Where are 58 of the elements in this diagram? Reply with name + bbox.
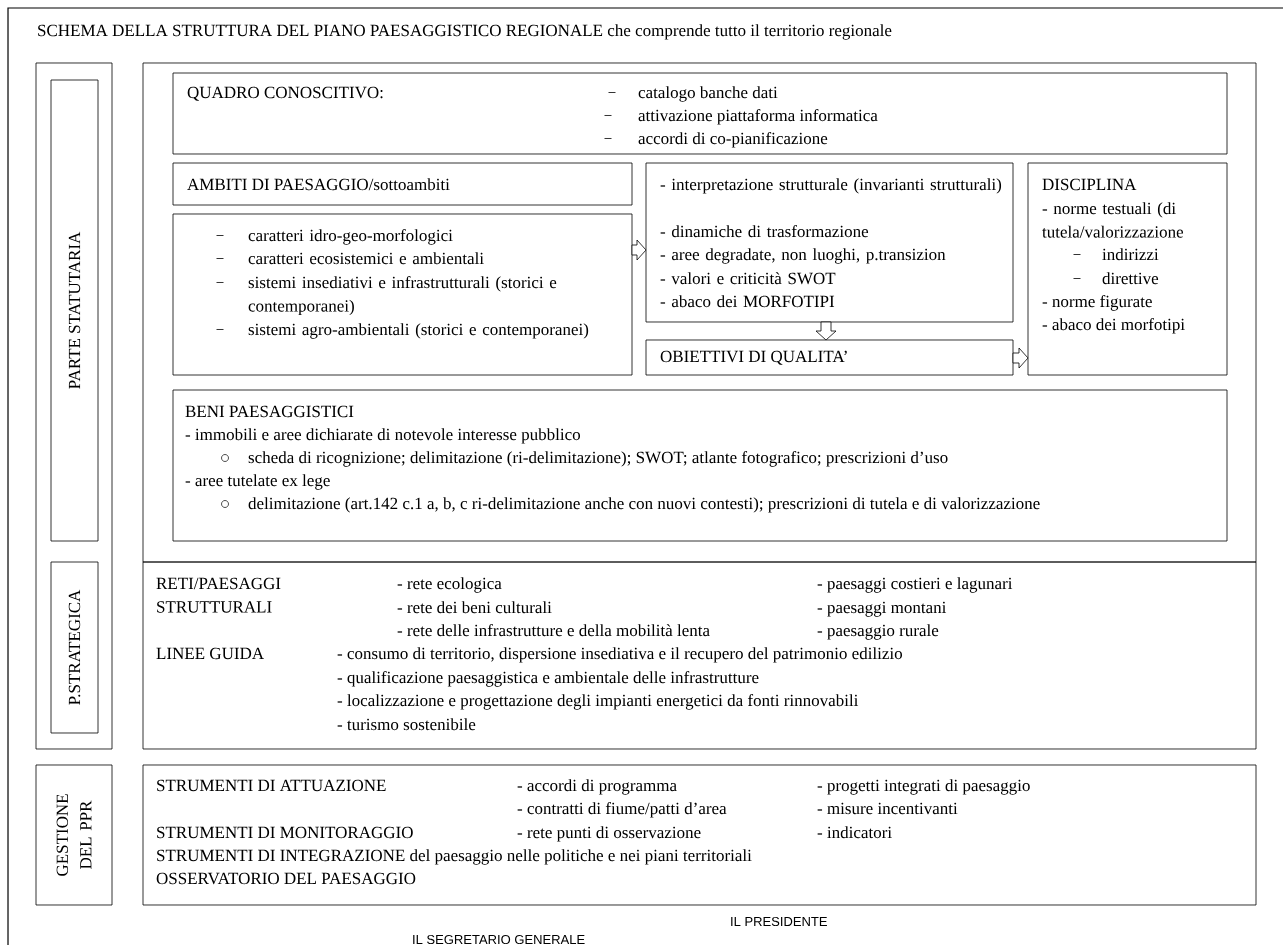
list-item: - aree tutelate ex lege (185, 474, 330, 490)
heading: STRUMENTI DI MONITORAGGIO (157, 826, 413, 839)
list-item: - contratti di fiume/patti d’area (517, 802, 727, 818)
list-item: - abaco dei MORFOTIPI (660, 295, 835, 308)
list-item: - localizzazione e progettazione degli impianti energetici da fonti rinnovabili (337, 694, 859, 710)
heading: AMBITI DI PAESAGGIO/sottoambiti (187, 178, 450, 191)
heading: OBIETTIVI DI QUALITA’ (660, 350, 847, 365)
signature-label: IL SEGRETARIO GENERALE (413, 934, 585, 945)
list-item: - abaco dei morfotipi (1042, 318, 1185, 334)
list-item: sistemi agro-ambientali (storici e contemporanei) (248, 323, 589, 339)
heading: BENI PAESAGGISTICI (185, 405, 354, 418)
list-item: caratteri ecosistemici e ambientali (248, 252, 484, 265)
list-item: - rete punti di osservazione (517, 826, 701, 842)
list-item: - misure incentivanti (817, 802, 958, 815)
title: SCHEMA DELLA STRUTTURA DEL PIANO PAESAGGISTICO REGIONALE che comprende tutto il territorio regionale (38, 24, 892, 40)
list-item: - turismo sostenibile (337, 718, 476, 731)
heading: DISCIPLINA (1042, 178, 1137, 191)
list-item: delimitazione (art.142 c.1 a, b, c ri-delimitazione anche con nuovi contesti); prescrizioni di tutela e di valorizzazione (248, 497, 1040, 513)
list-item: - valori e criticità SWOT (660, 272, 836, 285)
list-item: - dinamiche di trasformazione (660, 225, 869, 238)
list-item: - rete dei beni culturali (397, 601, 552, 614)
list-item: direttive (1102, 272, 1159, 285)
list-item: attivazione piattaforma informatica (638, 109, 878, 125)
vertical-label: GESTIONE DEL PPR (56, 794, 92, 876)
block-arrow (1012, 347, 1029, 369)
list-item: - aree degradate, non luoghi, p.transizion (660, 248, 946, 264)
list-item: - indicatori (817, 826, 892, 839)
column-box (35, 62, 113, 750)
heading: STRUMENTI DI INTEGRAZIONE del paesaggio nelle politiche e nei piani territoriali (157, 849, 752, 865)
list-item: - immobili e aree dichiarate di notevole interesse pubblico (185, 428, 580, 444)
list-item: - paesaggio rurale (817, 624, 939, 640)
block-arrow (815, 321, 837, 341)
vertical-label: P.STRATEGICA (68, 589, 81, 705)
list-item: - interpretazione strutturale (invarianti strutturali) (660, 178, 1002, 194)
heading: STRUMENTI DI ATTUAZIONE (157, 779, 386, 792)
block-arrow (631, 239, 647, 261)
heading: RETI/PAESAGGI STRUTTURALI (156, 577, 281, 613)
list-item: - paesaggi costieri e lagunari (817, 577, 1013, 593)
list-item: - progetti integrati di paesaggio (817, 779, 1030, 795)
list-item: - rete delle infrastrutture e della mobilità lenta (397, 624, 710, 637)
signature-label: IL PRESIDENTE (731, 916, 827, 927)
heading: QUADRO CONOSCITIVO: (187, 86, 383, 101)
list-item: accordi di co-pianificazione (638, 132, 828, 148)
list-item: - consumo di territorio, dispersione insediativa e il recupero del patrimonio edilizio (337, 647, 902, 663)
heading: OSSERVATORIO DEL PAESAGGIO (156, 872, 416, 885)
list-item: - rete ecologica (397, 577, 502, 593)
list-item: scheda di ricognizione; delimitazione (ri-delimitazione); SWOT; atlante fotografico; prescrizioni d’uso (248, 451, 948, 467)
panel-box (142, 62, 1257, 563)
list-item: sistemi insediativi e infrastrutturali (storici e contemporanei) (248, 276, 557, 316)
list-item: - qualificazione paesaggistica e ambientale delle infrastrutture (337, 671, 759, 687)
list-item: - paesaggi montani (817, 601, 947, 617)
list-item: indirizzi (1102, 248, 1159, 261)
list-item: - norme figurate (1042, 295, 1152, 311)
list-item: catalogo banche dati (638, 86, 778, 102)
list-item: caratteri idro-geo-morfologici (248, 229, 453, 245)
list-item: - accordi di programma (517, 779, 677, 795)
heading: LINEE GUIDA (156, 647, 264, 660)
vertical-label: PARTE STATUTARIA (68, 231, 81, 389)
